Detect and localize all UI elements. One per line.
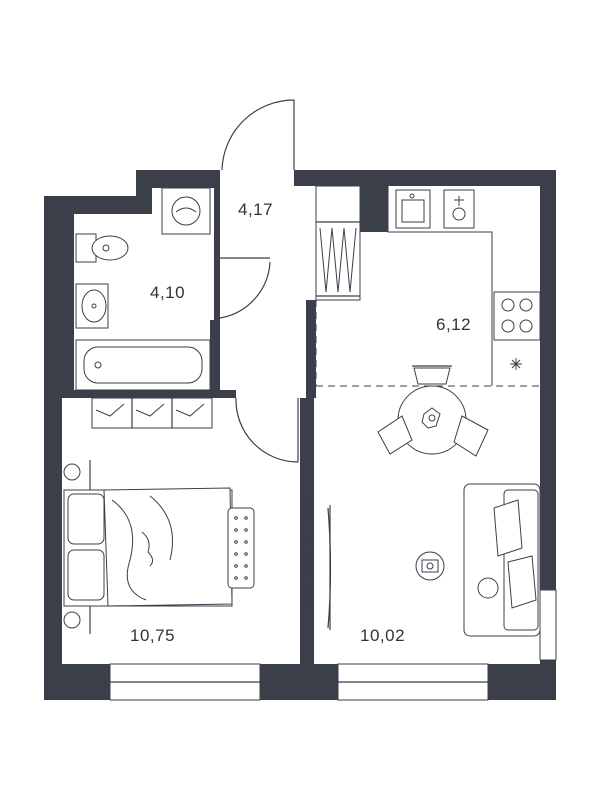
room-area-label-hall: 4,17 — [238, 200, 273, 219]
room-area-label-kitchen: 6,12 — [436, 315, 471, 334]
bed-icon — [63, 487, 233, 607]
kitchen-sink-icon — [395, 189, 431, 229]
bathtub-icon — [75, 339, 211, 391]
sink-icon — [75, 283, 109, 329]
side-table-icon — [415, 551, 445, 581]
walls — [44, 170, 557, 701]
room-area-label-bedroom: 10,75 — [130, 626, 175, 645]
room-area-label-bathroom: 4,10 — [150, 283, 185, 302]
doors — [219, 99, 332, 630]
appliance-spark-icon — [510, 358, 522, 370]
room-area-label-living: 10,02 — [360, 626, 405, 645]
chair-icon — [453, 415, 489, 457]
nightstand-lamp-icon — [63, 602, 91, 634]
kitchen-counter — [387, 186, 493, 386]
toilet-icon — [75, 233, 129, 263]
washing-machine-icon — [161, 187, 211, 235]
chair-icon — [412, 365, 452, 385]
wardrobe-icon — [91, 397, 213, 429]
chair-icon — [377, 415, 413, 455]
bench-icon — [227, 507, 255, 589]
dishwasher-icon — [443, 189, 475, 229]
dining-table-icon — [397, 385, 467, 455]
sofa-icon — [463, 483, 541, 637]
stove-icon — [493, 291, 541, 341]
kitchen-storage-icon — [315, 185, 361, 301]
nightstand-lamp-icon — [63, 460, 91, 490]
